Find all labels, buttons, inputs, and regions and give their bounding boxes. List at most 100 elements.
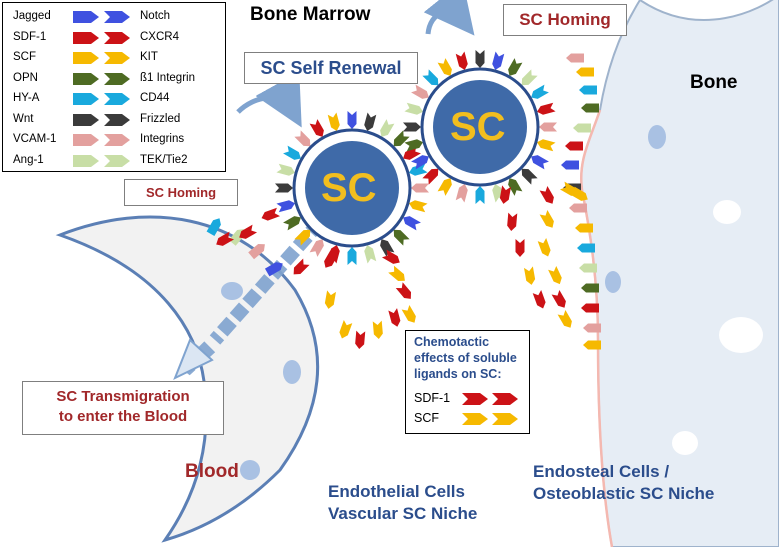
soluble-ligand — [216, 231, 235, 246]
endosteal-label-2: Osteoblastic SC Niche — [533, 484, 715, 503]
receptor-spike — [531, 155, 549, 170]
receptor-swatch-icon — [104, 93, 131, 108]
receptor-spike — [294, 229, 311, 246]
receptor-spike — [364, 244, 377, 264]
homing-label-left: SC Homing — [145, 185, 217, 200]
receptor-spike — [283, 145, 301, 160]
soluble-ligand — [293, 258, 310, 275]
receptor-spike — [403, 122, 421, 132]
receptor-spike — [536, 139, 556, 152]
receptor-spike — [327, 112, 340, 132]
soluble-ligand — [557, 309, 572, 328]
legend-ligand: SDF-1 — [13, 30, 47, 43]
receptor-swatch-icon — [104, 113, 131, 129]
soluble-ligand — [539, 185, 554, 204]
receptor-spike — [276, 163, 296, 176]
chemotactic-line3: ligands on SC: — [414, 367, 502, 381]
soluble-ligand — [239, 224, 258, 239]
receptor-swatch-icon — [104, 134, 131, 149]
legend-ligand: Wnt — [13, 112, 34, 125]
homing-arrow — [423, 0, 475, 36]
legend-receptor: ß1 Integrin — [140, 71, 195, 84]
ligand-swatch-icon — [73, 11, 100, 26]
chemotactic-arrow-icon — [492, 412, 519, 430]
ligand-spike — [579, 263, 597, 273]
legend-receptor: KIT — [140, 51, 158, 63]
receptor-spike — [347, 111, 357, 129]
receptor-spike — [408, 163, 428, 176]
receptor-spike — [536, 102, 556, 115]
ligand-spike — [569, 203, 587, 213]
receptor-spike — [422, 168, 439, 185]
soluble-ligand — [551, 289, 566, 308]
legend-ligand: Jagged — [13, 10, 51, 22]
receptor-swatch-icon — [104, 52, 131, 67]
legend-receptor: Frizzled — [140, 112, 181, 125]
receptor-spike — [294, 130, 311, 147]
ligand-spike — [576, 67, 594, 77]
soluble-ligand — [381, 249, 400, 264]
soluble-ligand — [524, 266, 536, 285]
bone-cell — [719, 317, 763, 353]
receptor-spike — [364, 112, 377, 132]
receptor-spike — [403, 216, 421, 231]
legend-row: Wnt Frizzled — [3, 110, 225, 130]
receptor-spike — [492, 51, 505, 71]
receptor-spike — [455, 183, 468, 203]
stem-cell-right — [420, 67, 540, 187]
receptor-spike — [508, 178, 523, 196]
receptor-spike — [404, 139, 424, 152]
receptor-spike — [347, 247, 357, 265]
blood-label: Blood — [185, 461, 239, 482]
ligand-spike — [573, 123, 591, 133]
ligand-spike — [228, 229, 245, 246]
bone-cell — [648, 125, 666, 149]
ligand-spike — [581, 103, 599, 113]
receptor-swatch-icon — [104, 31, 131, 47]
transmigration-line2: to enter the Blood — [58, 408, 188, 425]
ligand-spike — [575, 223, 593, 233]
endosteal-label-1: Endosteal Cells / — [533, 462, 670, 481]
endothelial-cell — [283, 360, 301, 384]
soluble-ligand — [548, 265, 562, 285]
receptor-spike — [531, 84, 549, 99]
self-renewal-label: SC Self Renewal — [260, 58, 402, 78]
legend-ligand: VCAM-1 — [13, 133, 57, 145]
receptor-spike — [437, 178, 452, 196]
receptor-swatch-icon — [104, 154, 131, 170]
homing-box-top: SC Homing — [503, 4, 627, 36]
sc-label-right: SC — [450, 105, 506, 149]
legend-row: SDF-1 CXCR4 — [3, 28, 225, 48]
legend-receptor: CXCR4 — [140, 30, 179, 43]
receptor-spike — [309, 119, 324, 137]
ligand-spike — [581, 283, 599, 293]
ligand-swatch-icon — [73, 154, 100, 170]
legend-ligand: OPN — [13, 71, 38, 84]
receptor-spike — [411, 183, 429, 193]
ligand-spike — [565, 141, 583, 151]
receptor-spike — [380, 119, 395, 137]
receptor-spike — [411, 155, 429, 170]
receptor-spike — [455, 51, 468, 71]
receptor-spike — [393, 130, 410, 147]
ligand-swatch-icon — [73, 134, 100, 149]
soluble-ligand — [372, 320, 383, 339]
legend-receptor: TEK/Tie2 — [140, 153, 188, 166]
ligand-spike — [561, 160, 579, 170]
soluble-ligand — [395, 282, 412, 299]
receptor-spike — [393, 229, 410, 246]
ligand-spike — [264, 262, 283, 277]
homing-label-top: SC Homing — [519, 10, 611, 29]
ligand-swatch-icon — [73, 31, 100, 47]
bone-cell — [713, 200, 741, 224]
receptor-spike — [403, 145, 421, 160]
ligand-spike — [581, 303, 599, 313]
endothelial-label-2: Vascular SC Niche — [328, 504, 478, 523]
self-renewal-box: SC Self Renewal — [244, 52, 418, 84]
homing-box-left: SC Homing — [124, 179, 238, 206]
soluble-ligand — [507, 212, 518, 231]
soluble-ligand — [539, 209, 554, 228]
